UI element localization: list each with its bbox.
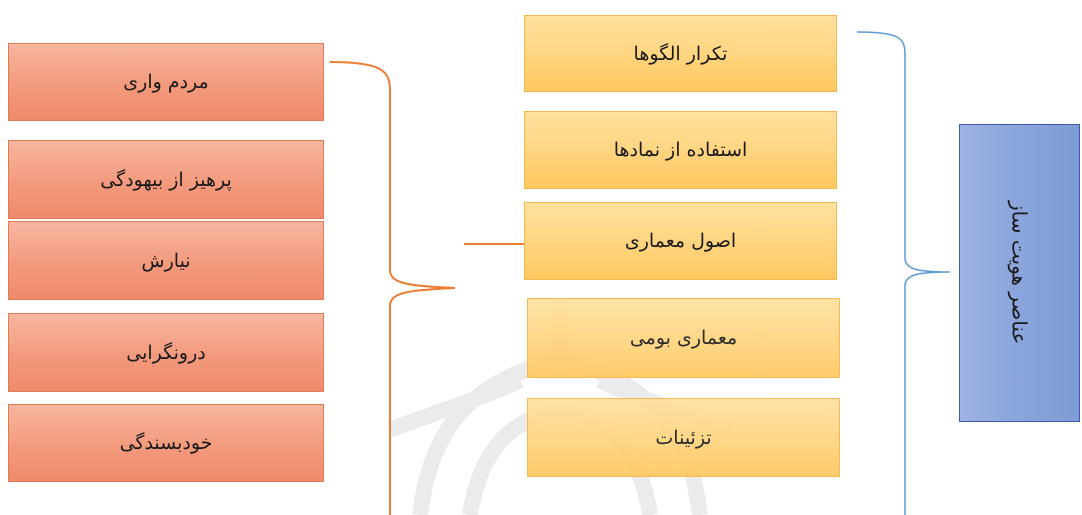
left-box-2: پرهیز از بیهودگی — [8, 140, 324, 219]
root-box-label: عناصر هویت ساز — [1007, 201, 1032, 345]
left-box-1: مردم واری — [8, 43, 324, 121]
middle-box-5: تزئینات — [527, 398, 840, 477]
left-box-4-label: درونگرایی — [126, 341, 206, 364]
middle-box-1-label: تکرار الگوها — [633, 42, 728, 65]
middle-box-4: معماری بومی — [527, 298, 840, 378]
left-box-3-label: نیارش — [141, 249, 191, 272]
left-box-5-label: خودبسندگی — [119, 432, 213, 454]
middle-box-4-label: معماری بومی — [629, 327, 738, 349]
middle-box-3-label: اصول معماری — [624, 230, 737, 252]
root-box: عناصر هویت ساز — [959, 124, 1080, 422]
left-box-3: نیارش — [8, 221, 324, 300]
left-box-4: درونگرایی — [8, 313, 324, 392]
left-box-2-label: پرهیز از بیهودگی — [100, 168, 232, 191]
middle-box-5-label: تزئینات — [655, 426, 712, 449]
middle-box-1: تکرار الگوها — [524, 15, 837, 92]
middle-box-2-label: استفاده از نمادها — [613, 139, 748, 161]
left-box-1-label: مردم واری — [123, 71, 209, 93]
middle-box-2: استفاده از نمادها — [524, 111, 837, 189]
left-box-5: خودبسندگی — [8, 404, 324, 482]
middle-box-3: اصول معماری — [524, 202, 837, 280]
